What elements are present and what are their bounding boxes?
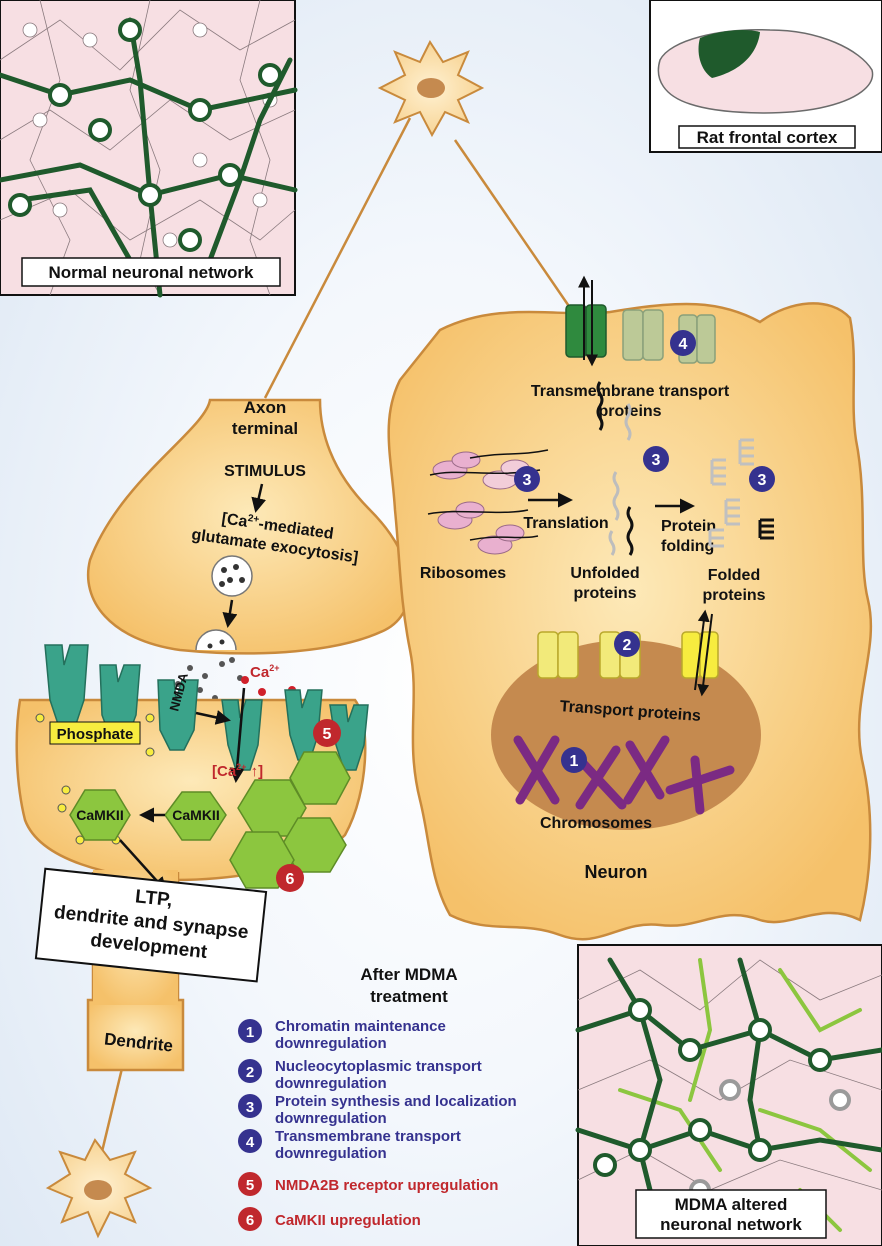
- normal-network-label: Normal neuronal network: [49, 263, 255, 282]
- svg-text:downregulation: downregulation: [275, 1075, 387, 1092]
- legend-item-2: 2 Nucleocytoplasmic transport downregula…: [238, 1058, 482, 1092]
- fusing-vesicle-icon: [195, 629, 237, 651]
- chromosomes-label: Chromosomes: [540, 815, 652, 832]
- vesicle-icon: [211, 555, 253, 597]
- svg-text:NMDA2B receptor upregulation: NMDA2B receptor upregulation: [275, 1177, 498, 1194]
- svg-text:2: 2: [623, 637, 632, 654]
- svg-text:Protein synthesis and localiza: Protein synthesis and localization: [275, 1093, 517, 1110]
- axon-label-1: Axon: [244, 398, 287, 417]
- chromosomes-icon: [513, 735, 735, 815]
- svg-text:CaMKII upregulation: CaMKII upregulation: [275, 1212, 421, 1229]
- altered-network-inset: MDMA altered neuronal network: [575, 944, 882, 1246]
- rat-cortex-label: Rat frontal cortex: [697, 128, 838, 147]
- svg-text:1: 1: [570, 753, 579, 770]
- unfolded-label-1: Unfolded: [570, 565, 639, 582]
- legend-item-4: 4 Transmembrane transport downregulation: [238, 1128, 461, 1162]
- badge-1: 1: [561, 747, 587, 773]
- unfolded-proteins-icon: [596, 381, 634, 556]
- unfolded-label-2: proteins: [573, 585, 636, 602]
- normal-network-inset: Normal neuronal network: [0, 0, 298, 298]
- protein-folding-label-1: Protein: [661, 518, 716, 535]
- svg-text:3: 3: [758, 472, 767, 489]
- svg-text:3: 3: [652, 452, 661, 469]
- svg-text:5: 5: [323, 726, 332, 743]
- badge-3a: 3: [514, 466, 540, 492]
- svg-text:Transmembrane transport: Transmembrane transport: [275, 1128, 461, 1145]
- phosphate-label: Phosphate: [57, 726, 134, 743]
- badge-3c: 3: [749, 466, 775, 492]
- legend: After MDMA treatment 1 Chromatin mainten…: [238, 965, 517, 1231]
- camkii-p-label: CaMKII: [76, 807, 123, 823]
- legend-item-5: 5 NMDA2B receptor upregulation: [238, 1172, 498, 1196]
- legend-item-6: 6 CaMKII upregulation: [238, 1207, 421, 1231]
- axon-terminal: Axon terminal STIMULUS [Ca2+-mediated gl…: [86, 398, 411, 655]
- svg-text:2: 2: [246, 1064, 254, 1081]
- neuron-label: Neuron: [585, 862, 648, 882]
- legend-title-2: treatment: [370, 987, 448, 1006]
- legend-item-3: 3 Protein synthesis and localization dow…: [238, 1093, 517, 1127]
- svg-text:Nucleocytoplasmic transport: Nucleocytoplasmic transport: [275, 1058, 482, 1075]
- translation-label: Translation: [523, 515, 608, 532]
- svg-text:downregulation: downregulation: [275, 1035, 387, 1052]
- camkii-hexagons: [69, 751, 351, 889]
- bottom-neuron-icon: [45, 1138, 153, 1239]
- svg-text:6: 6: [286, 871, 295, 888]
- svg-text:3: 3: [523, 472, 532, 489]
- svg-text:Chromatin maintenance: Chromatin maintenance: [275, 1018, 446, 1035]
- badge-2: 2: [614, 631, 640, 657]
- badge-4: 4: [670, 330, 696, 356]
- ltp-label-1: LTP,: [134, 886, 173, 911]
- ribosomes-label: Ribosomes: [420, 565, 506, 582]
- transmembrane-label-1: Transmembrane transport: [531, 383, 730, 400]
- axon-label-2: terminal: [232, 419, 298, 438]
- svg-text:downregulation: downregulation: [275, 1145, 387, 1162]
- camkii-label: CaMKII: [172, 807, 219, 823]
- legend-item-1: 1 Chromatin maintenance downregulation: [238, 1018, 446, 1052]
- rat-cortex-inset: Rat frontal cortex: [649, 0, 882, 153]
- folded-proteins-icon: [708, 438, 754, 548]
- badge-6: 6: [276, 864, 304, 892]
- svg-text:3: 3: [246, 1099, 254, 1116]
- svg-text:downregulation: downregulation: [275, 1110, 387, 1127]
- calcium-label: Ca2+: [250, 663, 279, 681]
- calcium-rise-label: [Ca2+ ↑]: [212, 762, 263, 780]
- stimulus-label: STIMULUS: [224, 463, 306, 480]
- svg-text:4: 4: [246, 1134, 255, 1151]
- protein-folding-label-2: folding: [661, 538, 714, 555]
- svg-text:4: 4: [679, 336, 688, 353]
- altered-network-label-2: neuronal network: [660, 1215, 802, 1234]
- top-neuron-icon: [377, 39, 485, 138]
- badge-3b: 3: [643, 446, 669, 472]
- svg-text:1: 1: [246, 1024, 254, 1041]
- folded-label-2: proteins: [702, 587, 765, 604]
- badge-5: 5: [313, 719, 341, 747]
- ltp-box: LTP, dendrite and synapse development: [34, 867, 268, 983]
- svg-text:6: 6: [246, 1212, 254, 1229]
- svg-text:5: 5: [246, 1177, 254, 1194]
- legend-title-1: After MDMA: [360, 965, 457, 984]
- altered-network-label-1: MDMA altered: [675, 1195, 788, 1214]
- folded-label-1: Folded: [708, 567, 760, 584]
- phosphate-label-box: Phosphate: [49, 721, 141, 745]
